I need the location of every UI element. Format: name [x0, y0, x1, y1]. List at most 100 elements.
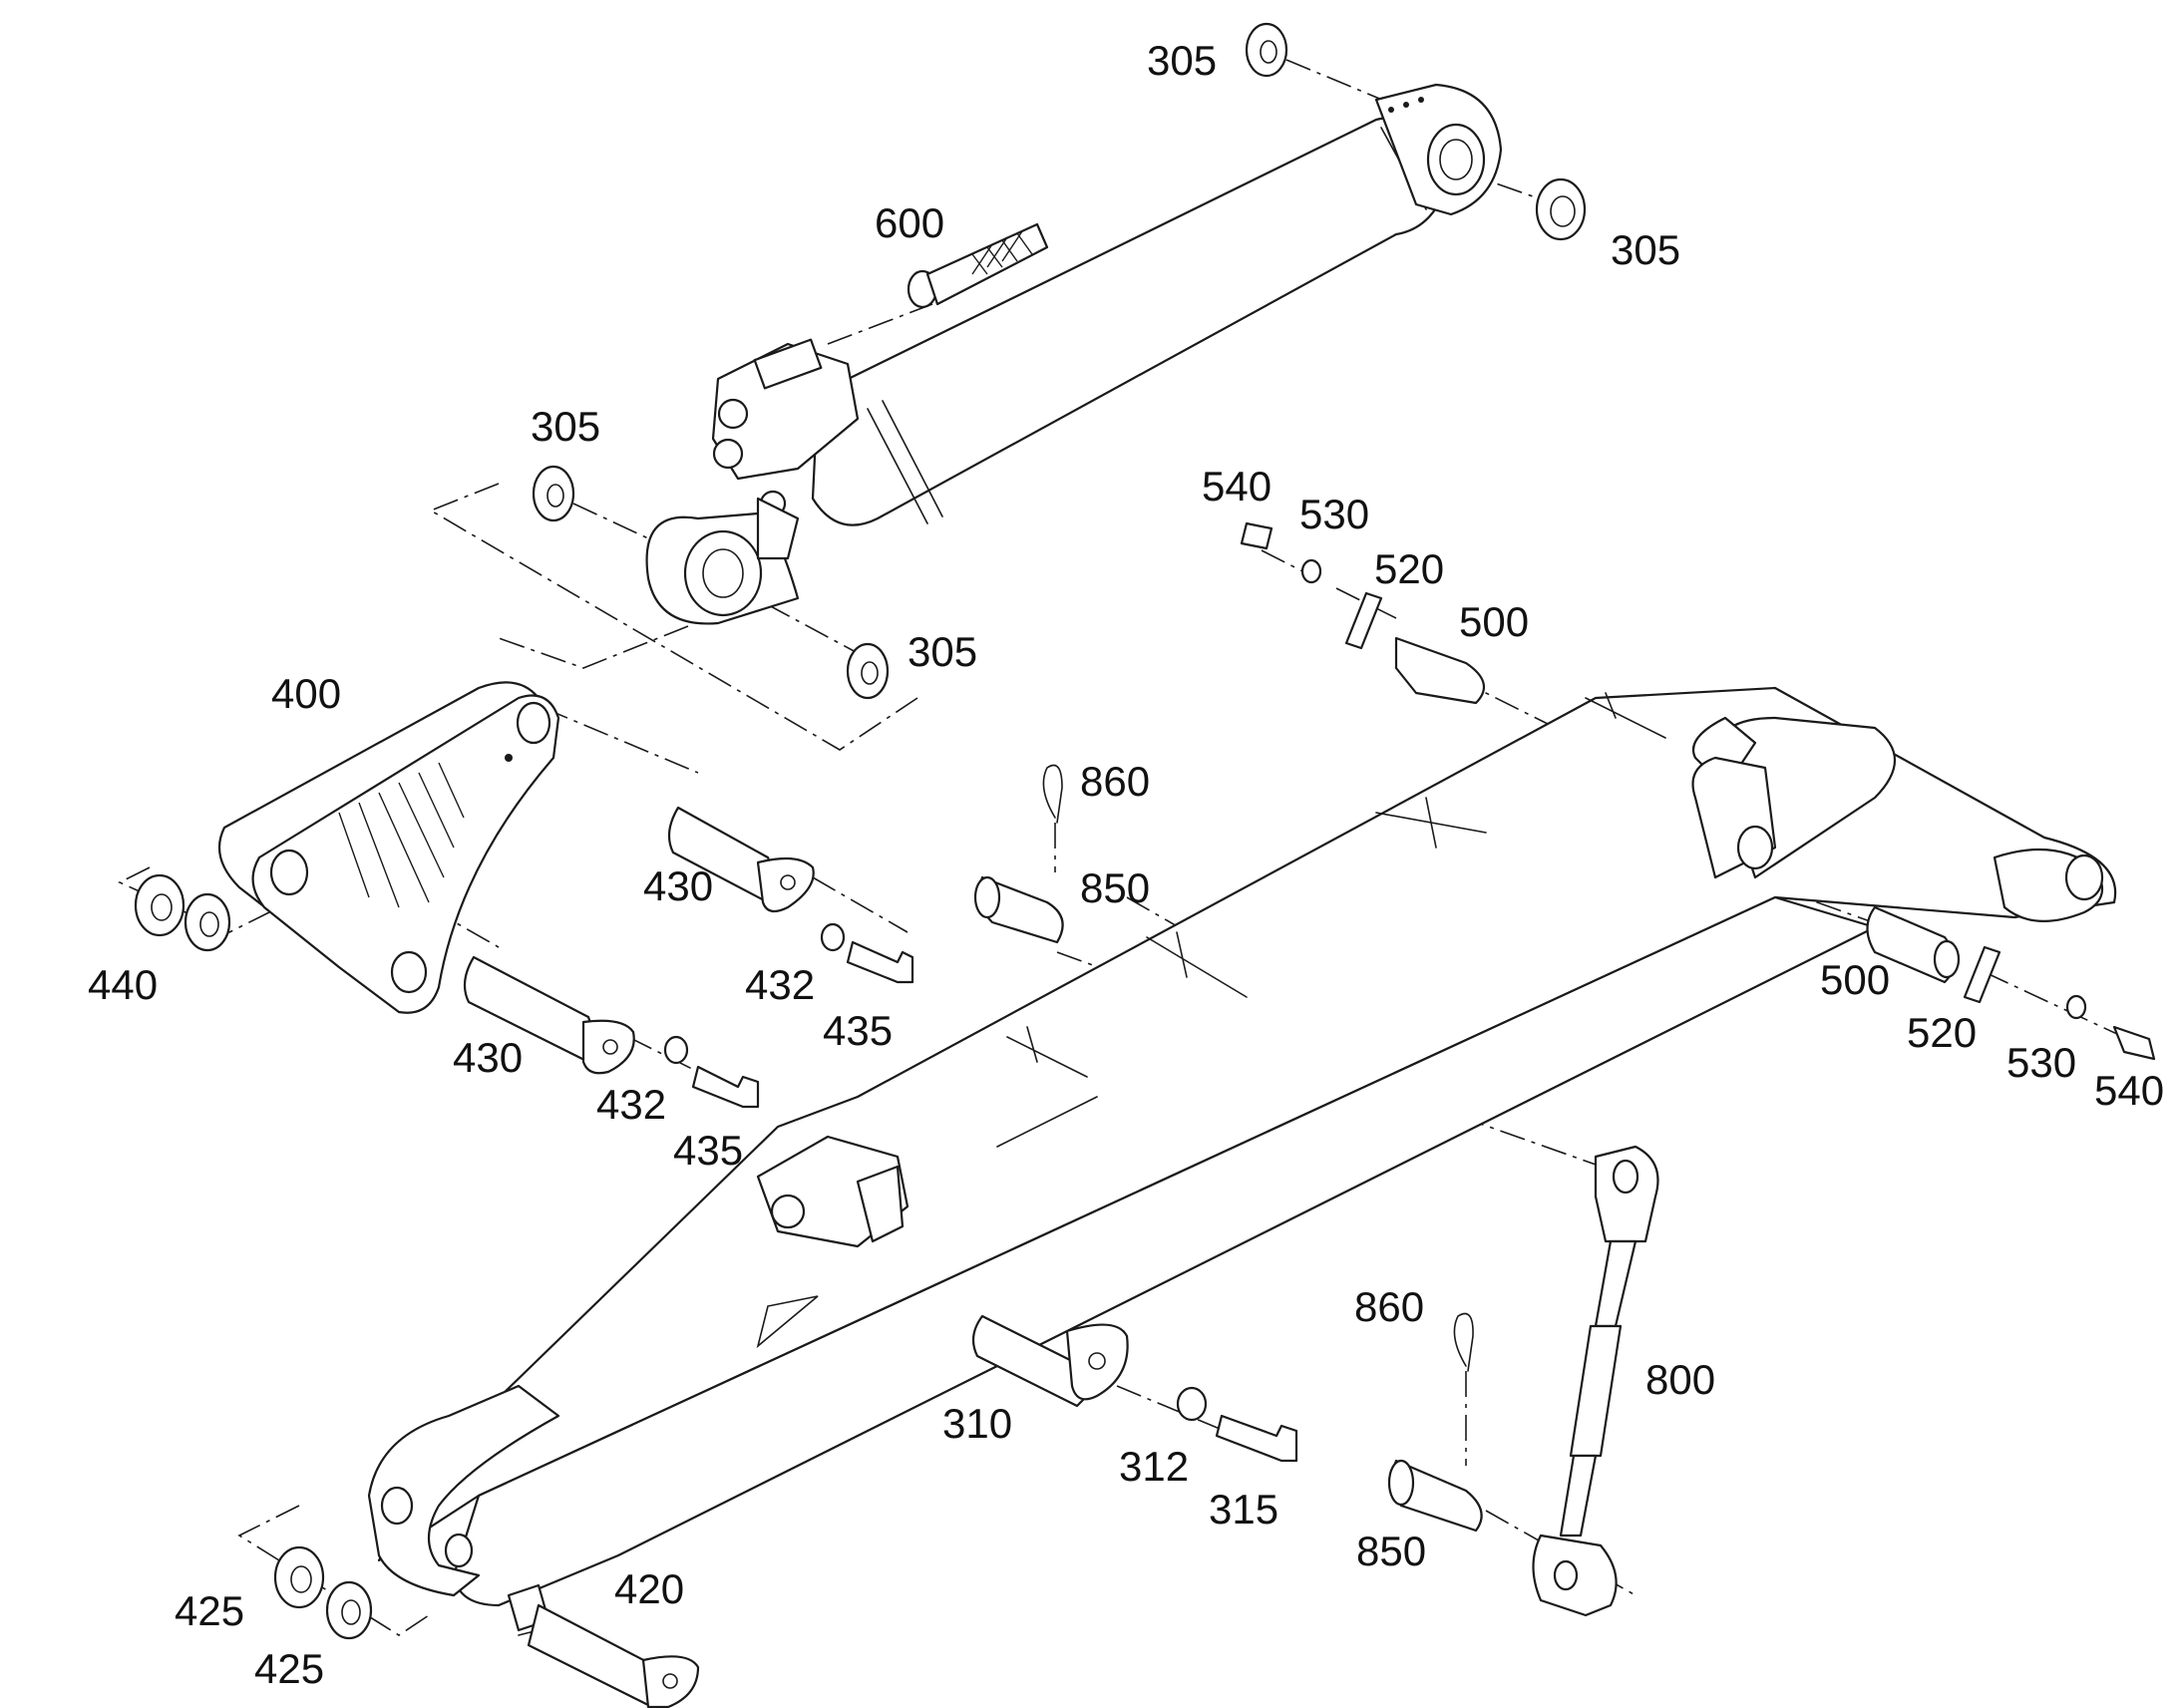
callout-430-lower: 430: [453, 1034, 523, 1081]
callout-500-lower: 500: [1820, 956, 1890, 1003]
washer-305-left-hole: [546, 484, 564, 508]
callout-520-upper: 520: [1374, 545, 1444, 592]
callout-432-lower: 432: [596, 1081, 666, 1128]
pin-420-body: [527, 1603, 660, 1707]
washer-440-a-hole: [151, 893, 173, 921]
rod-800-upper-shaft: [1594, 1239, 1637, 1328]
callout-305-right: 305: [1611, 226, 1680, 273]
boom-rib-2: [996, 1096, 1098, 1148]
rod-eye-bore-inner: [1439, 139, 1473, 180]
leader-600: [827, 303, 933, 345]
washers-305: [532, 22, 1587, 700]
boom-plate-2: [1146, 931, 1248, 998]
callout-500-upper: 500: [1459, 598, 1529, 645]
boom-cylinder-mount-bore: [1736, 825, 1774, 870]
plate-520-upper: [1344, 591, 1383, 650]
callout-540-lower: 540: [2094, 1067, 2164, 1114]
rod-800-lower-shaft: [1559, 1454, 1598, 1537]
callout-305-left: 305: [531, 403, 600, 450]
callout-430-upper: 430: [643, 862, 713, 909]
plate-520-lower: [1963, 945, 2001, 1004]
washer-432-lower: [663, 1035, 689, 1065]
callout-312: 312: [1119, 1443, 1189, 1490]
rod-800-turnbuckle: [1569, 1324, 1623, 1458]
hydraulic-cylinder: [645, 83, 1503, 625]
leader-boom-center: [1126, 896, 1258, 973]
callouts: 305 305 305 305 600 540 530 520 500 400 …: [88, 37, 2164, 1692]
washer-305-right-hole: [1550, 195, 1576, 227]
link-plate-bore-bottom: [390, 950, 428, 994]
pin-850-lower-end: [1387, 1459, 1415, 1507]
callout-600: 600: [875, 199, 944, 246]
callout-800: 800: [1645, 1356, 1715, 1403]
callout-305-lower: 305: [908, 628, 977, 675]
bracket-305-link: [498, 625, 689, 669]
boom-rib: [756, 1295, 819, 1349]
washer-312: [1176, 1386, 1208, 1422]
cylinder-barrel: [811, 116, 1443, 526]
callout-850-upper: 850: [1080, 864, 1150, 911]
washer-530-lower: [2065, 994, 2087, 1020]
pin-850-upper-set: [973, 764, 1064, 944]
link-plate-ribs: [338, 762, 465, 908]
leader-400-430: [543, 707, 699, 774]
boom-nose: [367, 1384, 560, 1597]
washers-440: [134, 873, 231, 952]
boom-plate-3: [1585, 692, 1666, 739]
bolt-540-upper: [1240, 521, 1273, 550]
callout-540-upper: 540: [1202, 463, 1272, 510]
callout-305-top: 305: [1147, 37, 1217, 84]
pin-310-set: [971, 1314, 1298, 1463]
boom-nose-bore: [380, 1486, 414, 1526]
washer-432-upper: [820, 922, 846, 952]
washer-425-b-hole: [341, 1599, 361, 1625]
hose-body: [925, 222, 1049, 306]
bolt-540-lower: [2112, 1025, 2156, 1061]
bolt-315: [1215, 1414, 1298, 1463]
hose-fitting-600: [907, 222, 1049, 309]
bolts-432-435: [663, 922, 914, 1109]
pin-430-upper: [667, 806, 815, 913]
leader-310-315: [1116, 1385, 1238, 1437]
link-plate-hole: [505, 754, 513, 762]
bolt-435-upper: [846, 940, 914, 984]
boom-mid-gusset: [856, 1165, 905, 1243]
leader-500-540: [1984, 971, 2135, 1043]
boom-tip-bore: [2064, 854, 2104, 901]
leader-boom-800: [1375, 1086, 1617, 1173]
pin-430-upper-hole: [780, 874, 796, 890]
callout-315: 315: [1209, 1486, 1278, 1533]
boom-arm: [367, 686, 2117, 1636]
callout-520-lower: 520: [1907, 1009, 1977, 1056]
callout-435-upper: 435: [823, 1007, 893, 1054]
bolt-435-lower: [691, 1065, 760, 1109]
pin-850-lower-set: [1387, 1312, 1483, 1533]
washer-305-top-hole: [1260, 40, 1277, 64]
cylinder-head-flange: [756, 497, 800, 560]
washer-440-b-hole: [199, 911, 219, 937]
pin-430-lower-hole: [602, 1039, 618, 1055]
link-plate-front: [251, 694, 560, 1014]
callout-310: 310: [942, 1400, 1012, 1447]
base-eye-bore-inner: [702, 548, 744, 598]
callout-530-lower: 530: [2006, 1039, 2076, 1086]
bracket-425-box: [237, 1505, 430, 1636]
washer-305-lower-hole: [861, 661, 879, 685]
pin-500-lower-set: [1866, 905, 2156, 1061]
callout-435-lower: 435: [673, 1127, 743, 1174]
rod-800-top-bore: [1612, 1159, 1639, 1195]
rod-eye-hole-3: [1418, 97, 1424, 103]
rod-eye-hole-1: [1388, 107, 1394, 113]
bracket-305-box: [429, 483, 918, 751]
washer-530-upper: [1300, 558, 1322, 584]
pin-500-lower-end: [1933, 939, 1961, 979]
pin-850-upper-end: [973, 875, 1001, 919]
cylinder-band-2: [882, 400, 943, 517]
pin-420-hole: [662, 1673, 678, 1689]
clip-860-lower: [1453, 1312, 1474, 1372]
link-plate-bore-left: [269, 849, 309, 896]
valve-top: [753, 338, 823, 390]
callout-440: 440: [88, 961, 158, 1008]
callout-860-upper: 860: [1080, 758, 1150, 805]
